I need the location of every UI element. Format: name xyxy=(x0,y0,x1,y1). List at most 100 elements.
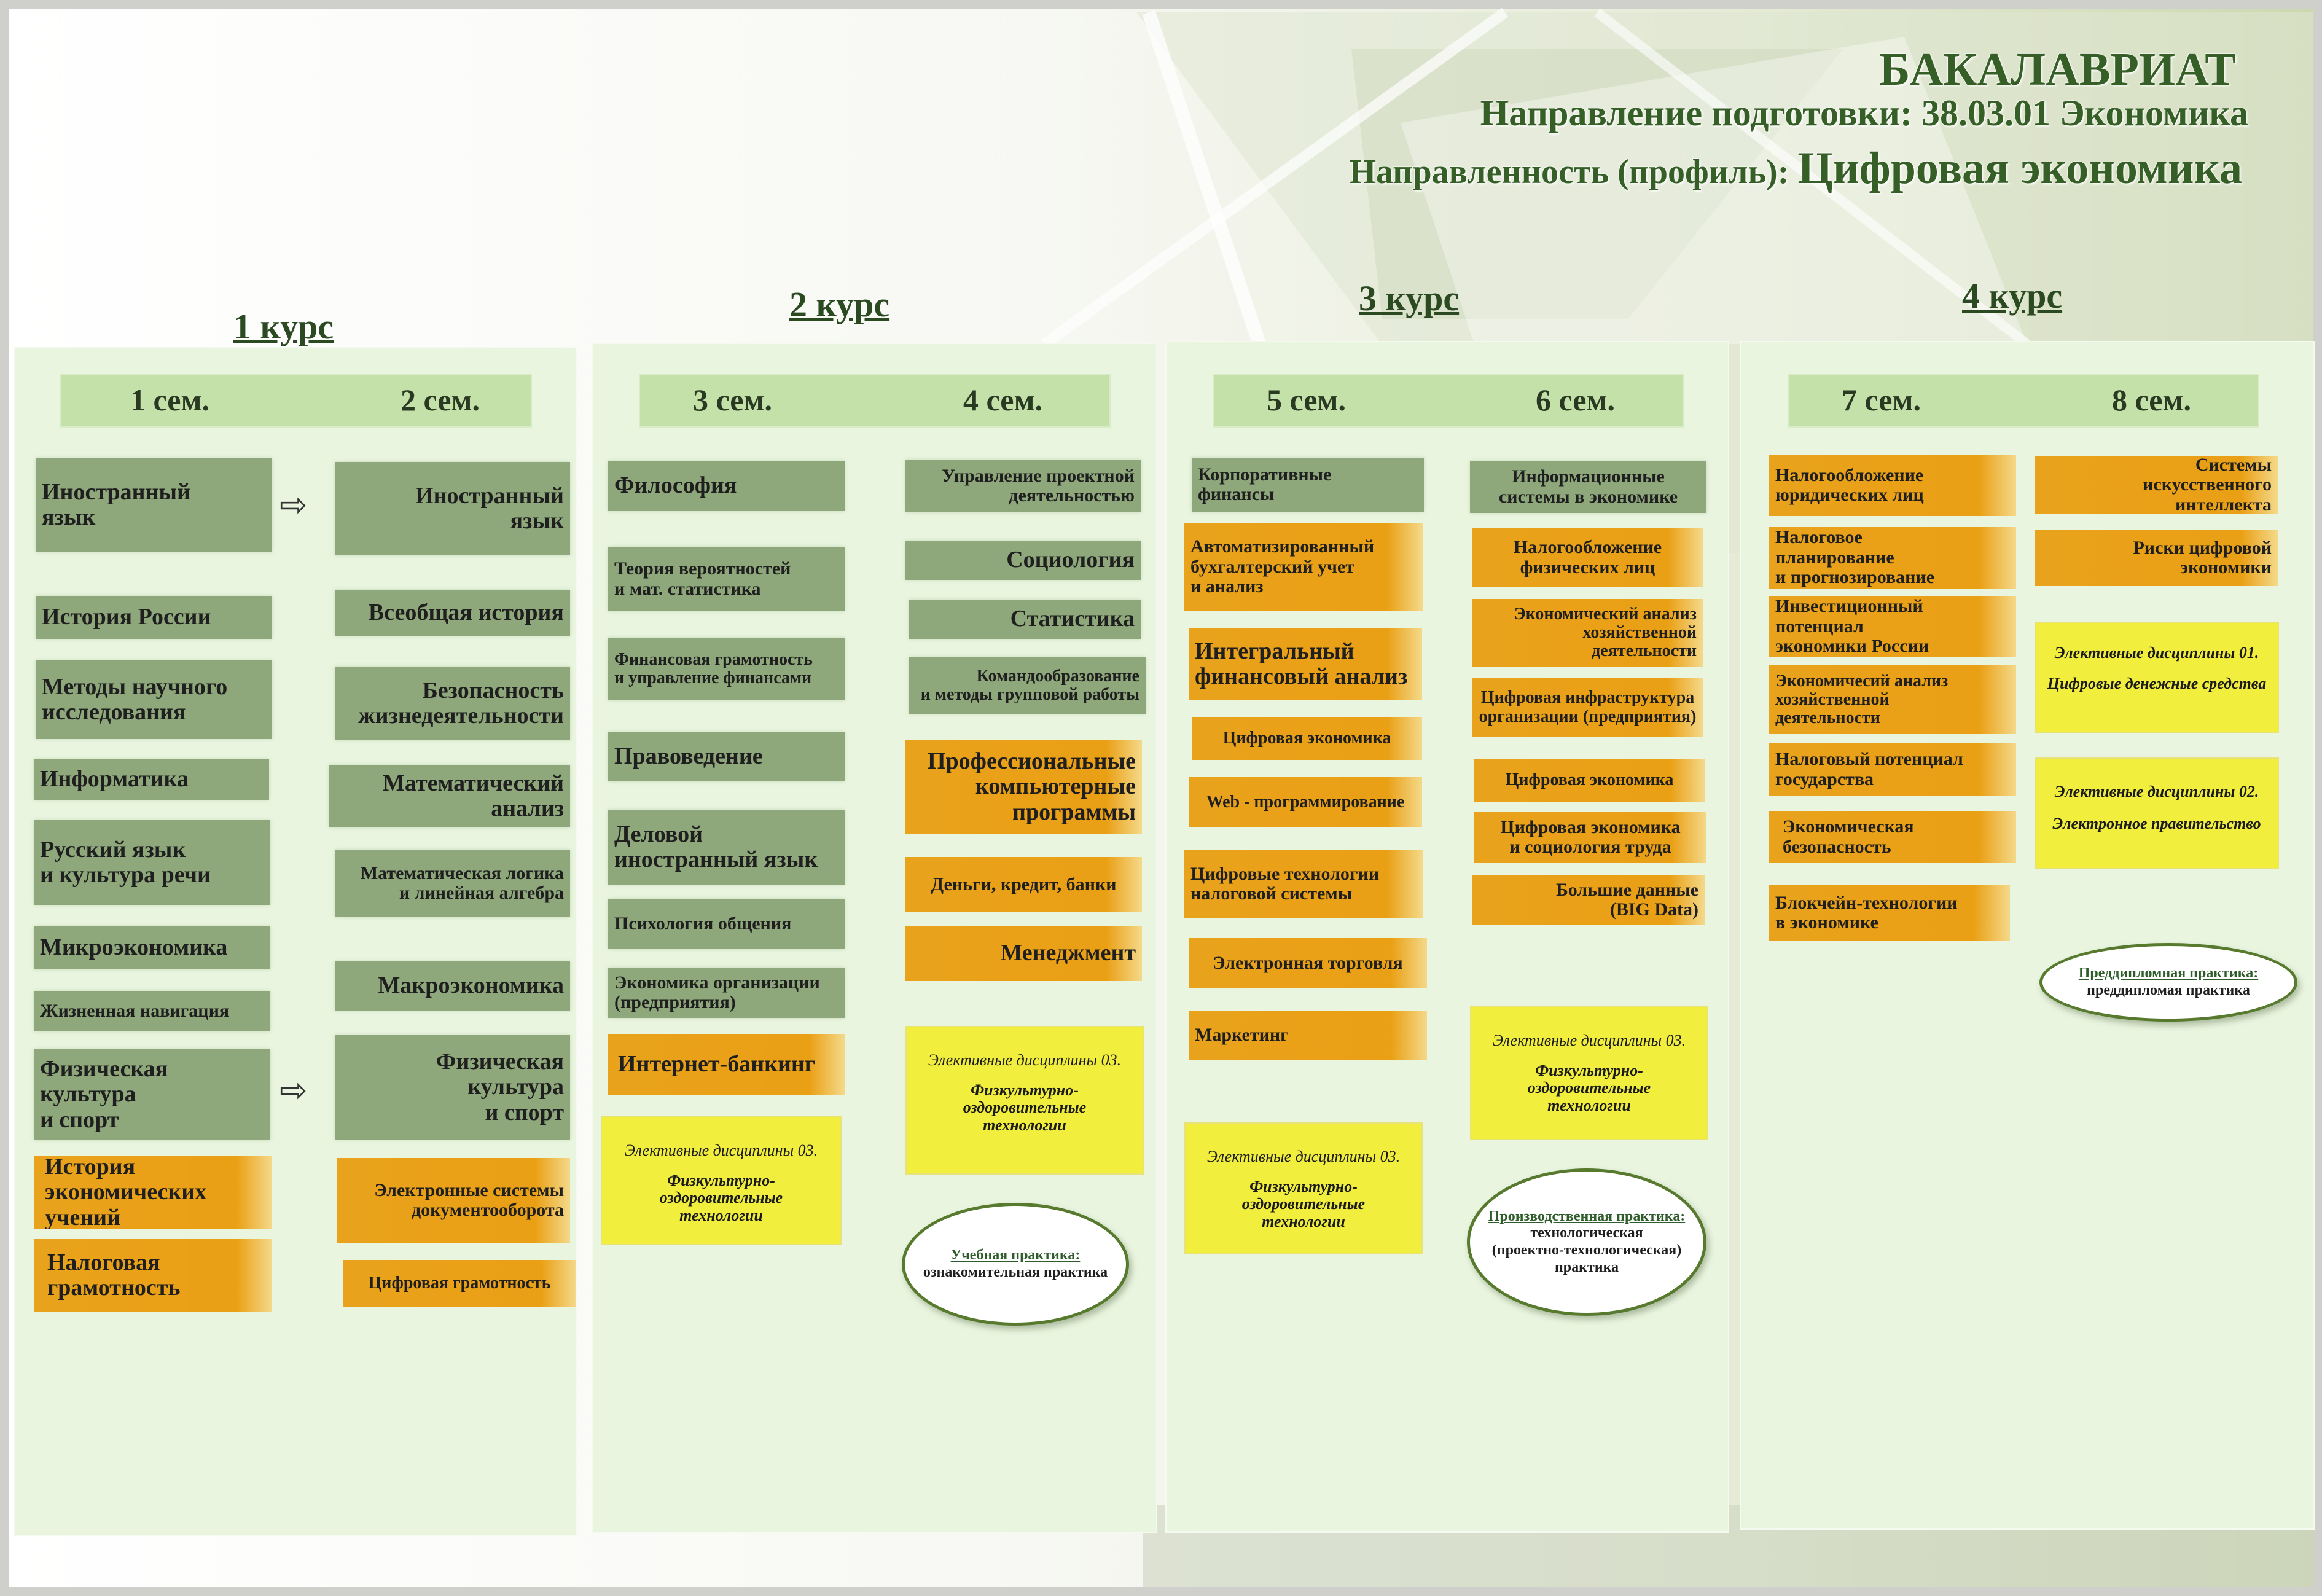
course-3-panel xyxy=(1165,341,1729,1533)
course-3-title: 3 курс xyxy=(1359,278,1460,318)
box-text-line: Микроэкономика xyxy=(40,934,228,961)
box-text-line: Экономический анализ xyxy=(1514,604,1697,624)
subject-world-history: Всеобщая история xyxy=(335,590,570,636)
box-text-line: экономики России xyxy=(1775,636,1929,657)
box-text-line: язык xyxy=(42,504,96,530)
box-text-line: оздоровительные xyxy=(659,1189,783,1207)
practice-educational: Учебная практика:ознакомительная практик… xyxy=(902,1203,1129,1326)
box-text-line: Командообразование xyxy=(976,666,1140,686)
box-text-line: экономики xyxy=(2180,557,2272,577)
box-text-line: Цифровые технологии xyxy=(1190,863,1380,884)
box-text-line: Блокчейн-технологии xyxy=(1775,892,1958,913)
box-text-line: финансы xyxy=(1198,484,1275,504)
box-text-line: Автоматизированный xyxy=(1190,536,1375,557)
box-text-line: Физическая культура xyxy=(436,1049,564,1100)
box-text-line: жизнедеятельности xyxy=(358,703,564,729)
box-text-line: программы xyxy=(1012,799,1136,825)
box-text-line: Физическая культура xyxy=(40,1056,168,1108)
semester-8-label: 8 сем. xyxy=(2112,383,2192,417)
box-text-line: Правоведение xyxy=(614,743,763,770)
elective-03-s5: Элективные дисциплины 03.Физкультурно-оз… xyxy=(1184,1122,1423,1254)
subject-internet-banking: Интернет-банкинг xyxy=(608,1034,845,1095)
box-text-line: Информатика xyxy=(40,766,189,792)
box-text-line: документооборота xyxy=(411,1200,564,1220)
box-text-line: Профессиональные xyxy=(927,748,1136,775)
semester-3-label: 3 сем. xyxy=(693,383,773,417)
box-text-line: Элективные дисциплины 03. xyxy=(1492,1031,1686,1049)
box-text-line: Всеобщая история xyxy=(368,599,564,625)
box-text-line: и мат. статистика xyxy=(614,578,761,599)
box-text-line: язык xyxy=(510,508,564,534)
box-text-line: Деньги, кредит, банки xyxy=(931,874,1117,894)
box-text-line: Налогообложение xyxy=(1775,464,1924,485)
box-text-line: Преддипломная практика: xyxy=(2078,965,2259,982)
box-text-line: и управление финансами xyxy=(614,668,812,687)
box-text-line: Финансовая грамотность xyxy=(614,649,813,669)
profile-prefix: Направленность (профиль): xyxy=(1349,153,1798,191)
box-text-line: Управление проектной xyxy=(942,465,1135,486)
box-text-line: технологии xyxy=(983,1116,1066,1134)
box-text-line: Методы научного xyxy=(42,673,228,700)
subject-marketing: Маркетинг xyxy=(1189,1011,1427,1060)
box-text-line: грамотность xyxy=(47,1275,181,1301)
box-text-line: Физкультурно- xyxy=(667,1171,775,1189)
box-text-line: Корпоративные xyxy=(1198,464,1332,485)
subject-web-programming: Web - программирование xyxy=(1189,777,1422,827)
box-text-line: Теория вероятностей xyxy=(614,558,791,579)
box-text-line: Налоговая xyxy=(47,1249,160,1275)
box-text-line: и линейная алгебра xyxy=(399,883,564,903)
subject-philosophy: Философия xyxy=(608,461,845,511)
box-text-line: Системы xyxy=(2195,456,2272,475)
subject-macroeconomics: Макроэкономика xyxy=(335,961,570,1011)
course-2-title: 2 курс xyxy=(789,284,890,324)
subject-management: Менеджмент xyxy=(905,926,1142,981)
box-text-line: компьютерные xyxy=(975,773,1136,800)
box-text-line: Цифровая экономика xyxy=(1222,728,1391,748)
box-text-line: Экономичесий анализ xyxy=(1775,671,1949,690)
box-text-line: учений xyxy=(45,1204,120,1229)
box-text-line: интеллекта xyxy=(2175,494,2272,514)
box-text-line: Информационные xyxy=(1512,466,1665,487)
box-text-line: анализ xyxy=(491,796,564,821)
box-text-line: Психология общения xyxy=(614,913,792,934)
profile-line: Направленность (профиль): Цифровая эконо… xyxy=(1349,143,2242,195)
box-text-line: Философия xyxy=(614,472,737,499)
box-text-line: Элективные дисциплины 03. xyxy=(928,1051,1122,1069)
box-text-line: Статистика xyxy=(1010,606,1135,632)
box-text-line: Элективные дисциплины 03. xyxy=(1206,1148,1401,1165)
box-text-line: История xyxy=(45,1156,136,1180)
box-text-line: практика xyxy=(1554,1259,1619,1275)
course-1-semester-bar xyxy=(60,374,532,428)
course-3-semester-bar xyxy=(1213,374,1684,428)
box-text-line: и спорт xyxy=(40,1106,119,1133)
box-text-line: Физкультурно- xyxy=(1249,1177,1358,1195)
subject-law: Правоведение xyxy=(608,732,845,781)
box-text-line: и методы групповой работы xyxy=(920,685,1140,704)
course-4-semester-bar xyxy=(1788,374,2259,428)
box-text-line: Физкультурно- xyxy=(971,1081,1079,1099)
box-text-line: Риски цифровой xyxy=(2133,537,2272,558)
profile-name: Цифровая экономика xyxy=(1797,143,2242,194)
box-text-line: Электронная торговля xyxy=(1213,952,1403,973)
box-text-line: Маркетинг xyxy=(1195,1024,1289,1045)
box-text-line: хозяйственной xyxy=(1582,622,1697,642)
page-title: БАКАЛАВРИАТ xyxy=(1879,44,2236,95)
box-text-line: физических лиц xyxy=(1520,557,1656,577)
box-text-line: ознакомительная практика xyxy=(923,1264,1108,1280)
box-text-line: Жизненная навигация xyxy=(40,1000,230,1021)
elective-03-s4: Элективные дисциплины 03.Физкультурно-оз… xyxy=(905,1026,1144,1175)
semester-7-label: 7 сем. xyxy=(1842,383,1921,417)
